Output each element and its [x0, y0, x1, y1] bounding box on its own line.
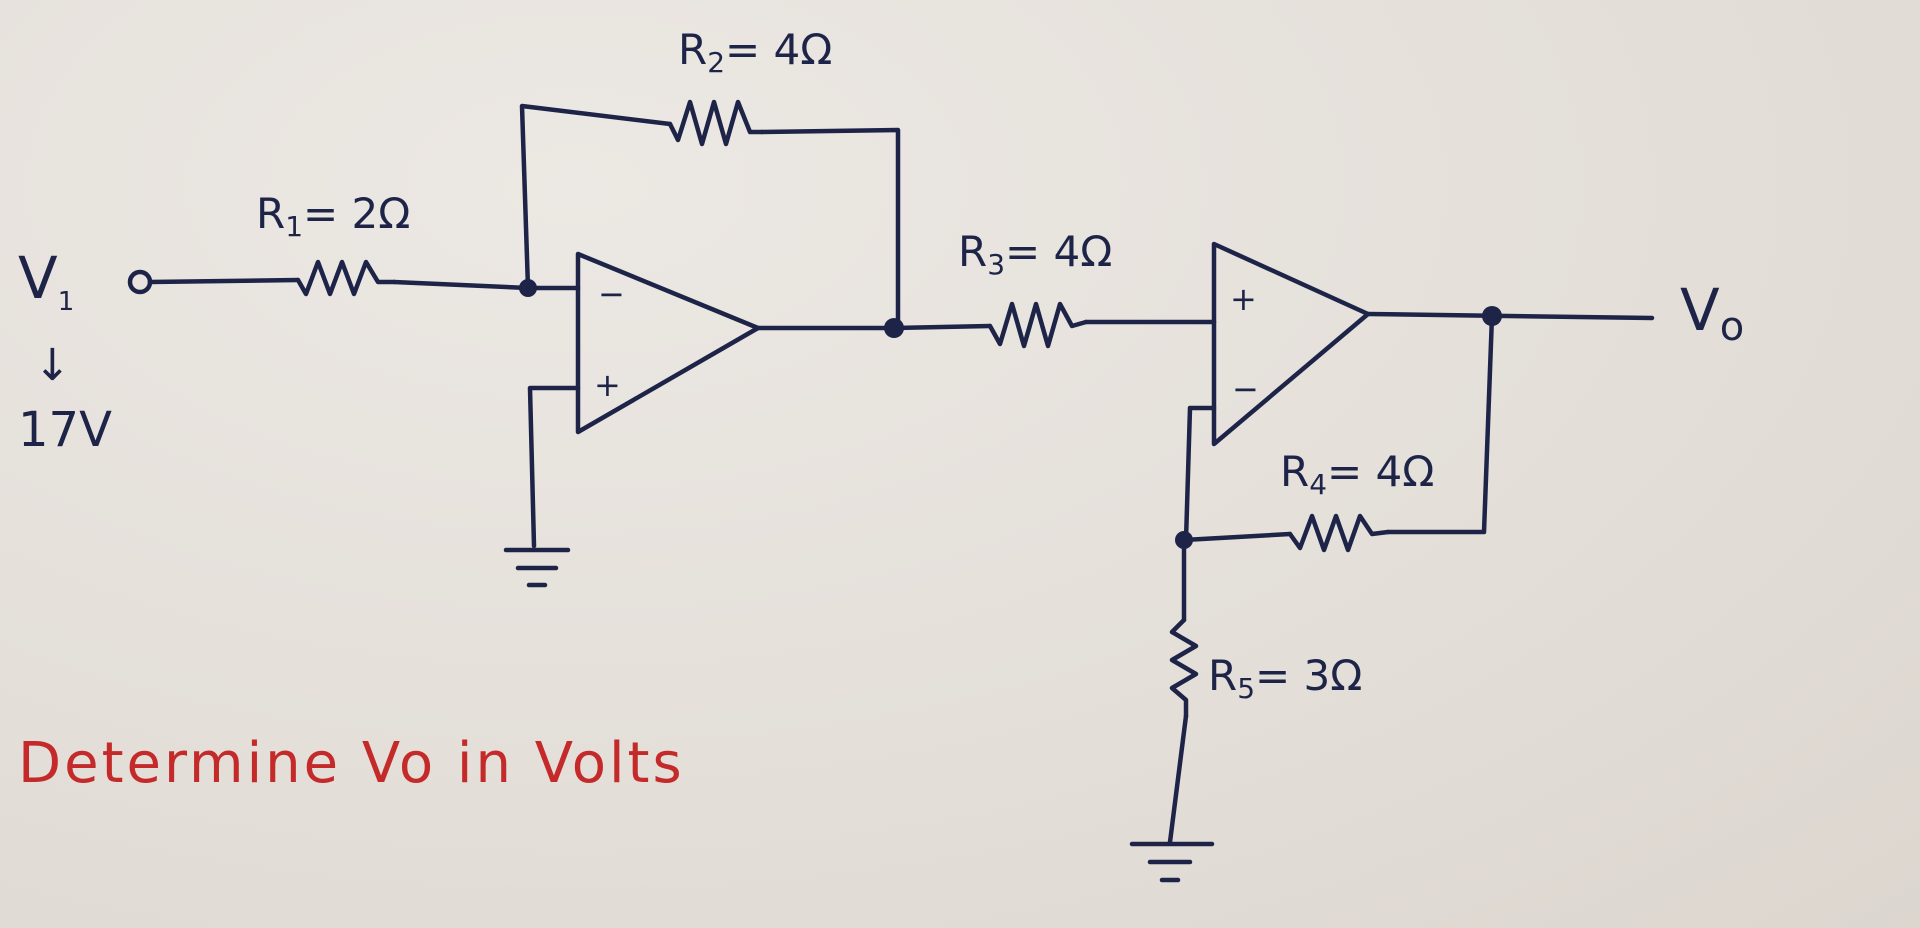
resistor-r5	[1169, 617, 1199, 719]
wire-r5-to-ground	[1167, 713, 1189, 845]
opamp2-output-wire	[1365, 311, 1655, 321]
wire-r4-to-output	[1385, 313, 1495, 535]
opamp2-inverting-sign: −	[1232, 370, 1259, 408]
resistor-r2	[667, 99, 765, 147]
output-label: Vo	[1680, 276, 1744, 350]
wire-node-d-to-r4	[1181, 531, 1293, 543]
r4-label: R4= 4Ω	[1280, 447, 1434, 501]
feedback-wire-r2-left	[519, 103, 673, 291]
ground-symbol-2	[1129, 841, 1215, 883]
resistor-r4	[1287, 513, 1391, 553]
input-terminal	[127, 269, 153, 295]
resistor-r3	[987, 301, 1089, 349]
opamp2-noninverting-sign: +	[1230, 280, 1257, 318]
wire-r1-to-node-a	[391, 279, 531, 291]
feedback-wire-r2-right	[759, 127, 901, 331]
r2-label: R2= 4Ω	[678, 25, 832, 79]
resistor-r1	[295, 259, 397, 297]
opamp1-inverting-sign: −	[598, 275, 625, 313]
opamp1-noninverting-sign: +	[594, 366, 621, 404]
input-voltage-value: 17V	[18, 402, 112, 458]
question-text: Determine Vo in Volts	[18, 731, 685, 796]
input-wire	[147, 277, 301, 285]
r1-label: R1= 2Ω	[256, 189, 410, 243]
input-label: V1	[18, 244, 74, 317]
ground-symbol-1	[503, 547, 571, 588]
wire-opamp2-inverting-to-node-d	[1183, 405, 1217, 543]
wire-opamp1-noninverting-to-ground	[527, 385, 581, 549]
r3-label: R3= 4Ω	[958, 227, 1112, 281]
r5-label: R5= 3Ω	[1208, 651, 1362, 705]
opamp2-body	[1211, 241, 1371, 447]
opamp1-body	[575, 251, 761, 435]
wire-node-b-to-r3	[891, 323, 993, 331]
input-arrow: ↓	[34, 340, 71, 391]
